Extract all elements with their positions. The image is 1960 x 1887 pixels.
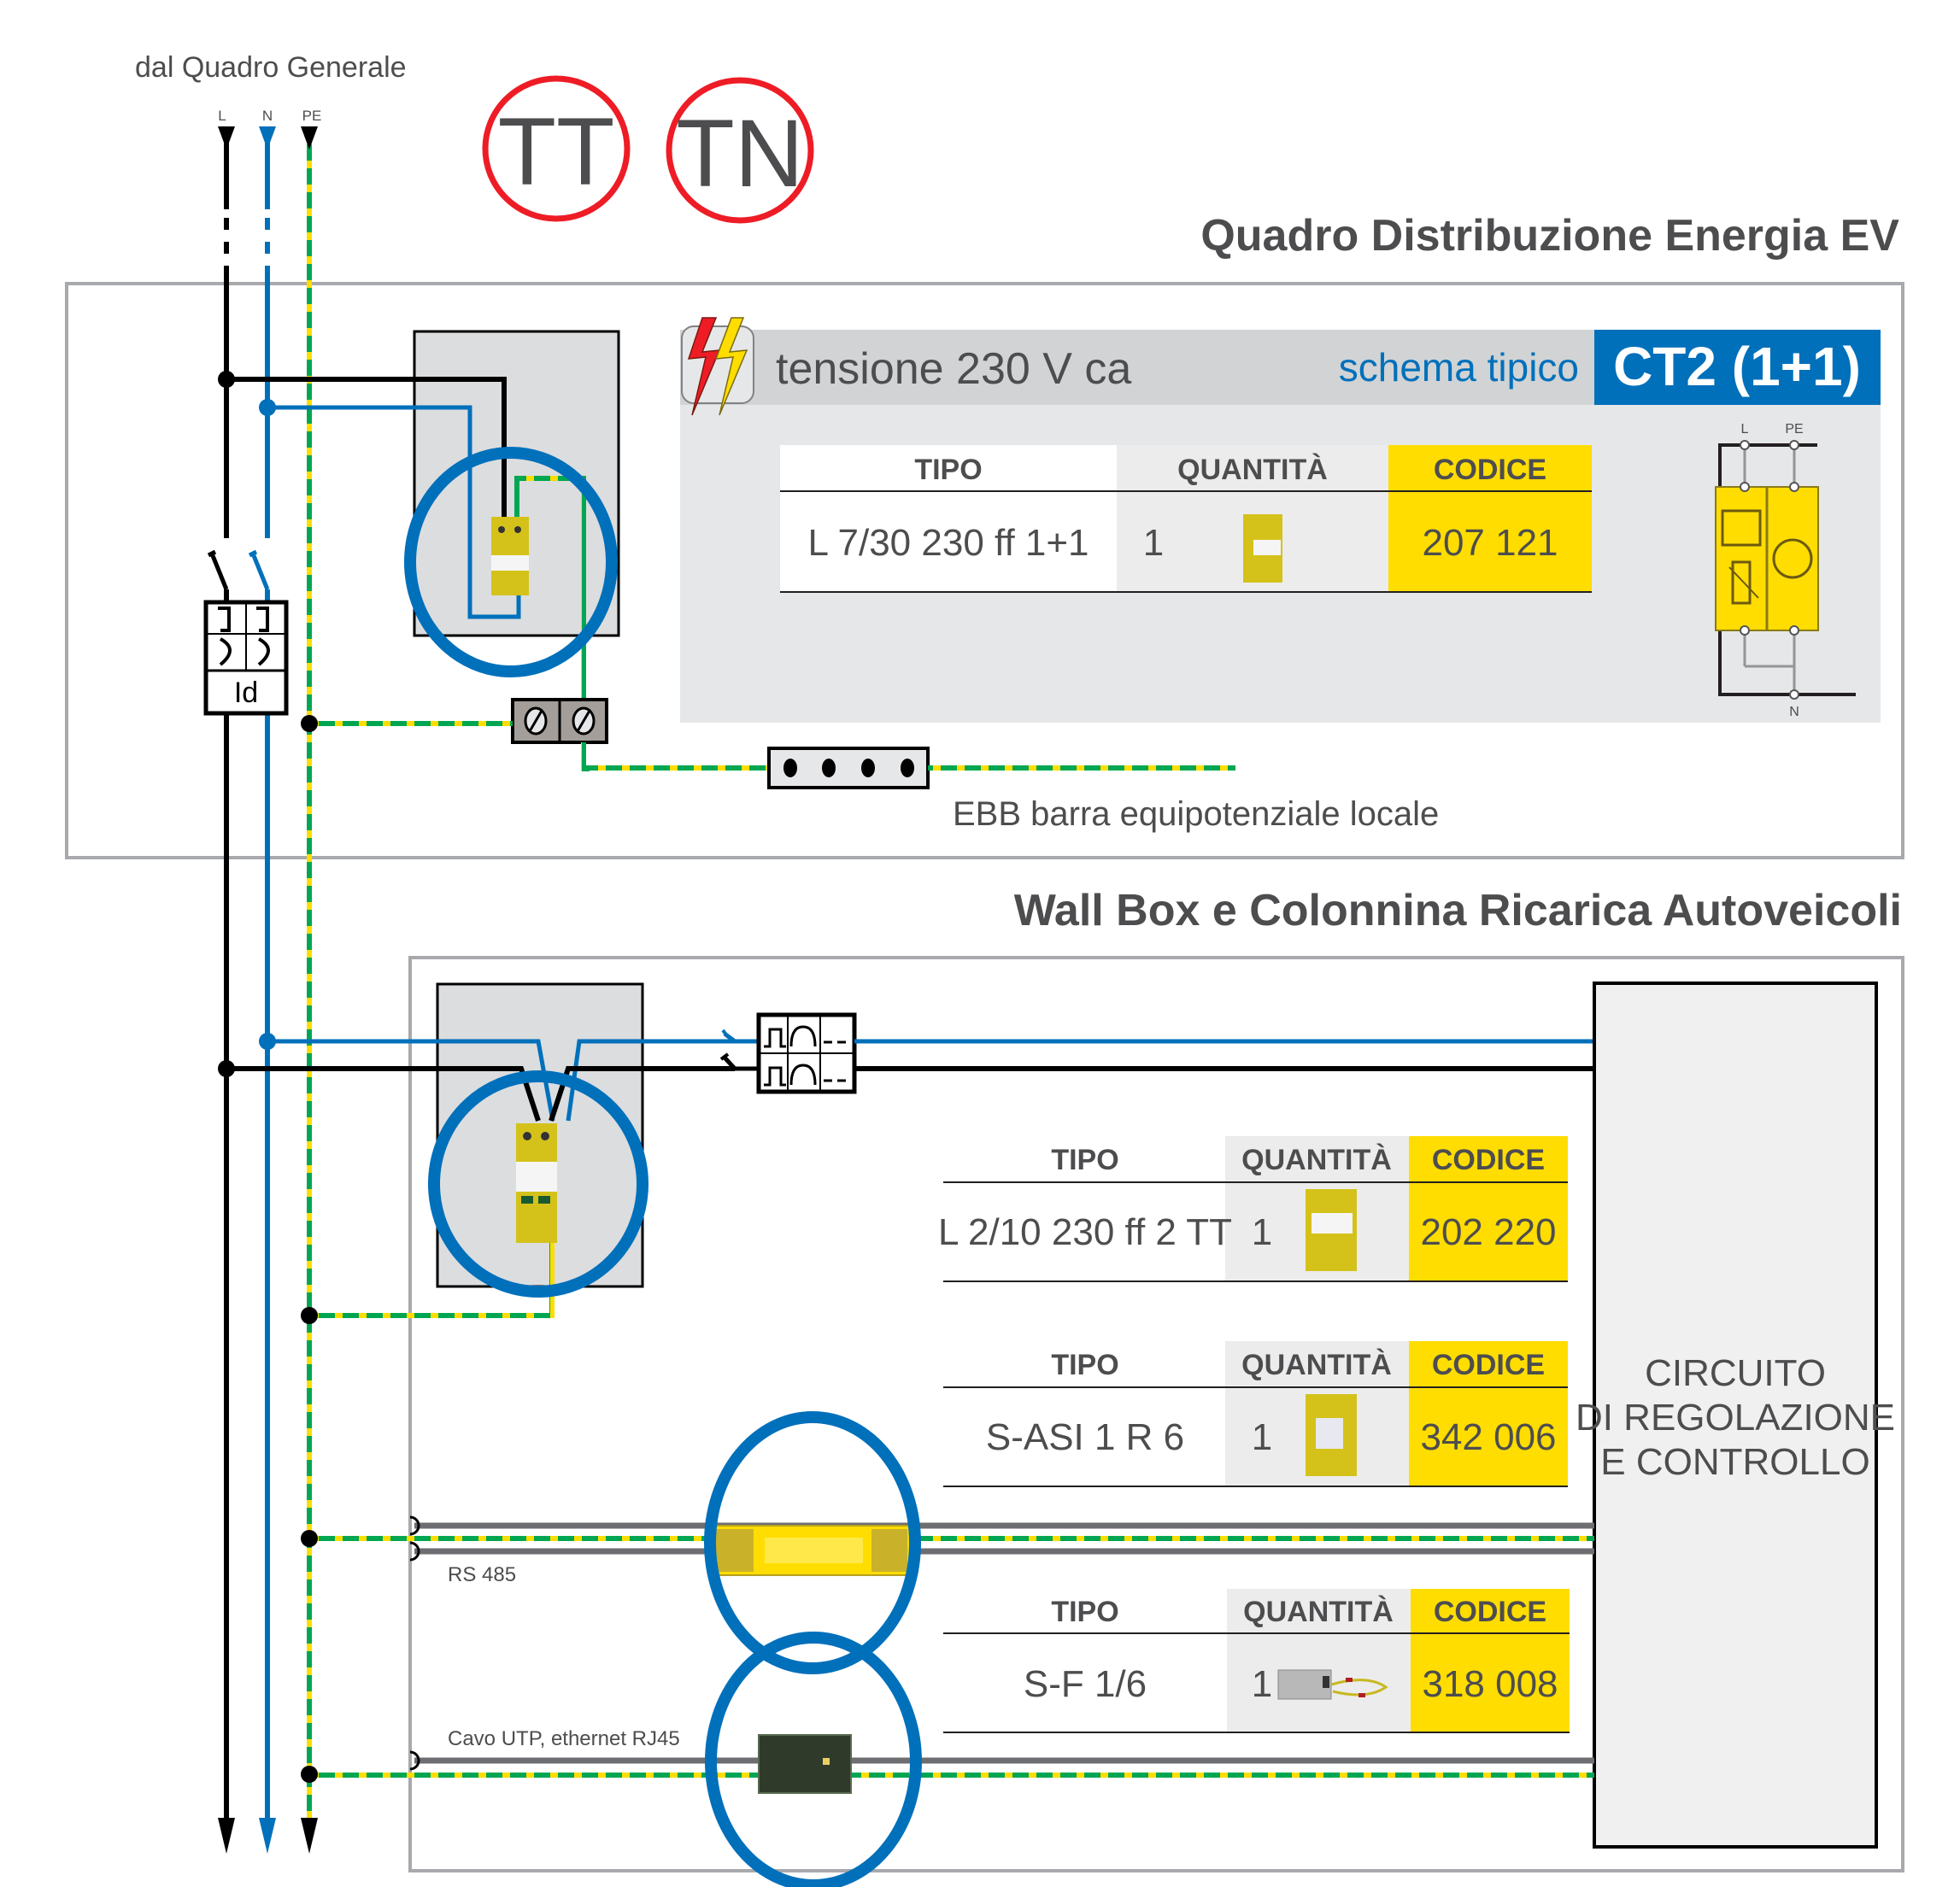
badge-tn-label: TN — [676, 100, 803, 207]
table-cell-codice: 202 220 — [1420, 1211, 1556, 1253]
table-cell-tipo: L 7/30 230 ff 1+1 — [807, 522, 1089, 564]
table-header-tipo: TIPO — [1051, 1596, 1118, 1628]
ct2-schematic: L PE N — [1715, 422, 1856, 719]
spd-product-thumbnail — [1306, 1394, 1357, 1476]
highlight-circle-bottom-spd — [428, 1070, 648, 1298]
table-cell-tipo: L 2/10 230 ff 2 TT — [938, 1211, 1232, 1253]
table-header-codice: CODICE — [1432, 1349, 1545, 1381]
control-box-line3: E CONTROLLO — [1600, 1441, 1869, 1483]
enclosure-bottom — [408, 956, 1904, 1872]
arrow-down-l — [218, 1818, 235, 1854]
spd-device-top — [491, 517, 529, 595]
lightning-icon — [681, 317, 754, 416]
product-table-2: TIPO QUANTITÀ CODICE S-ASI 1 R 6 1 342 0… — [943, 1341, 1568, 1487]
rcd-label: Id — [234, 677, 258, 709]
terminal-block — [511, 698, 608, 744]
table-header-quantita: QUANTITÀ — [1243, 1596, 1394, 1628]
control-box-line1: CIRCUITO — [1645, 1352, 1826, 1394]
table-header-tipo: TIPO — [914, 454, 982, 486]
conductor-pe — [301, 126, 318, 1854]
source-label: dal Quadro Generale — [135, 51, 407, 84]
spd-device-bottom — [516, 1123, 557, 1243]
conductor-label-pe: PE — [302, 108, 322, 124]
schematic-label-l: L — [1741, 422, 1749, 437]
conductor-label-n: N — [262, 108, 273, 124]
table-cell-codice: 207 121 — [1422, 522, 1558, 564]
arrow-down-n — [259, 1818, 276, 1854]
ebb-bar — [767, 747, 930, 789]
table-header-quantita: QUANTITÀ — [1241, 1144, 1392, 1176]
product-table-3: TIPO QUANTITÀ CODICE S-F 1/6 1 318 008 — [943, 1589, 1570, 1733]
schematic-label-n: N — [1789, 705, 1799, 719]
table-cell-codice: 318 008 — [1422, 1663, 1558, 1705]
table-cell-codice: 342 006 — [1420, 1416, 1556, 1458]
conductor-n — [259, 126, 276, 1854]
section-title-bottom: Wall Box e Colonnina Ricarica Autoveicol… — [1014, 886, 1902, 935]
highlight-circle-ethernet — [705, 1632, 922, 1887]
conductor-l — [218, 126, 235, 1854]
schema-code: CT2 (1+1) — [1613, 336, 1861, 397]
rs485-label: RS 485 — [448, 1563, 516, 1586]
schematic-label-pe: PE — [1785, 422, 1803, 437]
highlight-circle-rs485 — [704, 1411, 921, 1674]
table-header-quantita: QUANTITÀ — [1177, 454, 1328, 486]
table-header-codice: CODICE — [1434, 454, 1546, 486]
enclosure-top — [65, 282, 1904, 859]
badge-tt-label: TT — [498, 98, 615, 205]
ebb-label: EBB barra equipotenziale locale — [953, 795, 1439, 833]
ethernet-product-thumbnail — [1277, 1669, 1388, 1700]
table-header-quantita: QUANTITÀ — [1241, 1349, 1392, 1381]
badge-tt: TT — [482, 75, 631, 222]
info-panel-header — [680, 330, 1594, 405]
highlight-circle-top — [404, 447, 618, 677]
voltage-label: tensione 230 V ca — [776, 344, 1131, 394]
ethernet-label: Cavo UTP, ethernet RJ45 — [448, 1727, 680, 1750]
table-cell-quantita: 1 — [1252, 1663, 1272, 1705]
table-cell-quantita: 1 — [1252, 1211, 1272, 1253]
schema-code-badge — [1594, 330, 1881, 405]
rcd-breaker: Id — [203, 549, 289, 716]
table-cell-tipo: S-F 1/6 — [1024, 1663, 1147, 1705]
spd-product-thumbnail — [1306, 1189, 1357, 1271]
spd-product-thumbnail — [1243, 514, 1282, 583]
conductor-label-l: L — [218, 108, 226, 124]
ethernet-spd-module — [758, 1734, 852, 1794]
table-cell-quantita: 1 — [1143, 522, 1164, 564]
table-cell-quantita: 1 — [1252, 1416, 1272, 1458]
schema-label: schema tipico — [1339, 345, 1579, 390]
table-header-codice: CODICE — [1434, 1596, 1546, 1628]
product-table-1: TIPO QUANTITÀ CODICE L 2/10 230 ff 2 TT … — [938, 1136, 1568, 1282]
table-header-codice: CODICE — [1432, 1144, 1545, 1176]
product-table-top: TIPO QUANTITÀ CODICE L 7/30 230 ff 1+1 1… — [780, 445, 1592, 593]
badge-tn: TN — [666, 77, 814, 224]
section-title-top: Quadro Distribuzione Energia EV — [1200, 211, 1899, 261]
control-box — [1593, 982, 1878, 1849]
control-box-line2: DI REGOLAZIONE — [1576, 1397, 1895, 1439]
table-cell-tipo: S-ASI 1 R 6 — [986, 1416, 1184, 1458]
table-header-tipo: TIPO — [1051, 1349, 1118, 1381]
arrow-down-pe — [301, 1818, 318, 1854]
table-header-tipo: TIPO — [1051, 1144, 1118, 1176]
rs485-spd-module — [711, 1525, 911, 1576]
rcbo-breaker — [719, 1012, 857, 1094]
